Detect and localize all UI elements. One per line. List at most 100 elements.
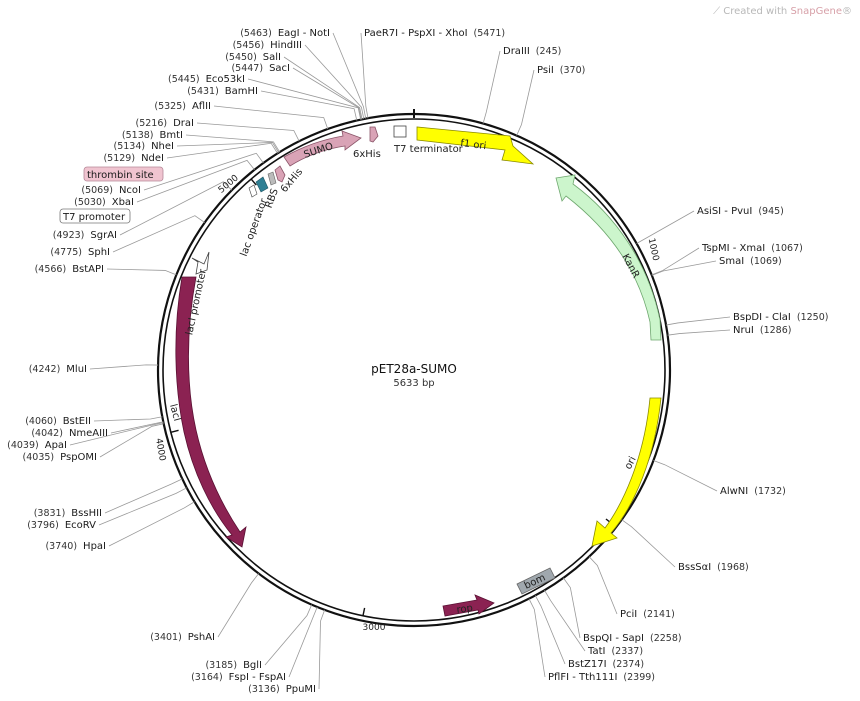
restriction-site[interactable]: AsiSI - PvuI (945) <box>697 206 784 217</box>
boxed-thrombin-site[interactable]: thrombin site <box>83 166 164 182</box>
restriction-site[interactable]: SacI(5447) <box>231 63 290 74</box>
feature-lac-operator[interactable] <box>255 176 269 193</box>
site-name: NcoI <box>119 185 141 196</box>
site-name: BspDI - ClaI <box>733 312 791 323</box>
backbone <box>156 109 672 628</box>
site-name: SalI <box>263 52 281 63</box>
site-position: (1069) <box>750 256 782 267</box>
site-name: MluI <box>66 364 87 375</box>
restriction-site[interactable]: NheI(5134) <box>113 141 174 152</box>
restriction-site[interactable]: EagI - NotI(5463) <box>240 28 330 39</box>
site-leader-line <box>112 215 205 253</box>
restriction-site[interactable]: SalI(5450) <box>225 52 281 63</box>
site-leader-line <box>264 604 313 666</box>
t7-promoter-label: T7 promoter <box>62 212 126 223</box>
restriction-site[interactable]: XbaI(5030) <box>74 197 134 208</box>
restriction-site[interactable]: HpaI(3740) <box>45 541 106 552</box>
restriction-site[interactable]: NmeAIII(4042) <box>31 428 108 439</box>
feature-t7-terminator[interactable] <box>393 125 407 138</box>
feature-rop[interactable] <box>442 594 495 617</box>
restriction-site[interactable]: BspQI - SapI(2258) <box>583 633 682 644</box>
restriction-site[interactable]: BssSαI(1968) <box>678 562 749 573</box>
restriction-site[interactable]: AlwNI(1732) <box>720 486 786 497</box>
restriction-site[interactable]: HindIII(5456) <box>233 40 302 51</box>
site-position: (2141) <box>643 609 675 620</box>
label-t7-terminator: T7 terminator <box>393 144 464 155</box>
restriction-site[interactable]: BstEII(4060) <box>25 416 91 427</box>
tick-mark <box>362 607 366 616</box>
restriction-site[interactable]: FspI - FspAI(3164) <box>191 672 286 683</box>
restriction-site[interactable]: BstZ17I(2374) <box>568 659 644 670</box>
restriction-site[interactable]: BamHI(5431) <box>187 86 258 97</box>
restriction-site-labels: PaeR7I - PspXI - XhoI(5471) DraIII(245) Ps… <box>7 28 828 695</box>
restriction-site[interactable]: ApaI(4039) <box>7 440 67 451</box>
feature-bom[interactable] <box>516 567 556 595</box>
feature-f1-ori[interactable] <box>416 126 535 165</box>
feature-sumo[interactable] <box>283 130 362 167</box>
restriction-site[interactable]: MluI(4242) <box>29 364 87 375</box>
restriction-site[interactable]: DraIII(245) <box>503 46 561 57</box>
site-name: BssHII <box>71 508 102 519</box>
site-name: SgrAI <box>90 230 117 241</box>
restriction-site[interactable]: PshAI(3401) <box>150 632 215 643</box>
site-name: AlwNI <box>720 486 748 497</box>
site-leader-line <box>106 268 177 276</box>
restriction-site[interactable]: DraI(5216) <box>136 118 194 129</box>
restriction-site[interactable]: TatI(2337) <box>587 646 643 657</box>
site-position: (4566) <box>35 264 67 275</box>
site-name: EcoRV <box>65 520 96 531</box>
tick-label: 3000 <box>363 623 386 633</box>
restriction-site[interactable]: SmaI(1069) <box>719 256 782 267</box>
restriction-site[interactable]: NcoI(5069) <box>81 185 141 196</box>
site-name: AsiSI - PvuI <box>697 206 752 217</box>
feature-kanr[interactable] <box>555 174 662 341</box>
feature-ori[interactable] <box>591 397 662 547</box>
restriction-site[interactable]: EcoRV(3796) <box>27 520 96 531</box>
feature-laci-promoter[interactable] <box>191 251 210 275</box>
site-position: (5129) <box>103 153 135 164</box>
site-name: NmeAIII <box>69 428 108 439</box>
restriction-site[interactable]: BssHII(3831) <box>34 508 102 519</box>
site-leader-line <box>104 478 183 514</box>
feature-6xhis-a[interactable] <box>369 126 379 143</box>
restriction-site[interactable]: PciI(2141) <box>620 609 675 620</box>
restriction-site[interactable]: PflFI - Tth111I(2399) <box>548 672 655 683</box>
site-leader-line <box>288 606 318 678</box>
site-leader-line <box>217 573 259 638</box>
restriction-site[interactable]: PspOMI(4035) <box>23 452 97 463</box>
restriction-site[interactable]: AflII(5325) <box>154 101 211 112</box>
restriction-site[interactable]: BglI(3185) <box>205 660 262 671</box>
site-leader-line <box>651 260 717 276</box>
site-position: (245) <box>536 46 562 57</box>
restriction-site[interactable]: PpuMI(3136) <box>248 684 316 695</box>
restriction-site[interactable]: PaeR7I - PspXI - XhoI(5471) <box>364 28 505 39</box>
restriction-site[interactable]: BstAPI(4566) <box>35 264 104 275</box>
restriction-site[interactable]: SphI(4775) <box>50 247 110 258</box>
restriction-site[interactable]: NruI(1286) <box>733 325 791 336</box>
site-position: (945) <box>758 206 784 217</box>
restriction-site[interactable]: Eco53kI(5445) <box>168 74 245 85</box>
site-position: (5463) <box>240 28 272 39</box>
restriction-site[interactable]: NdeI(5129) <box>103 153 164 164</box>
site-position: (5431) <box>187 86 219 97</box>
feature-6xhis-b[interactable] <box>274 165 286 183</box>
feature-rbs[interactable] <box>267 171 277 186</box>
thrombin-site-label: thrombin site <box>87 170 154 181</box>
site-position: (5447) <box>231 63 263 74</box>
restriction-site[interactable]: PsiI(370) <box>537 65 585 76</box>
restriction-site[interactable]: BspDI - ClaI(1250) <box>733 312 828 323</box>
boxed-t7-promoter[interactable]: T7 promoter <box>59 208 131 224</box>
label-laci: lacI <box>167 403 182 423</box>
site-name: PsiI <box>537 65 554 76</box>
feature-t7-promoter-mark[interactable] <box>248 184 258 198</box>
site-position: (5325) <box>154 101 186 112</box>
site-name: BspQI - SapI <box>583 633 644 644</box>
feature-laci[interactable] <box>175 276 247 548</box>
restriction-site[interactable]: SgrAI (4923) <box>53 230 117 241</box>
backbone-inner <box>162 118 666 622</box>
site-name: HpaI <box>83 541 106 552</box>
restriction-site[interactable]: TspMI - XmaI(1067) <box>701 243 803 254</box>
site-position: (4923) <box>53 230 85 241</box>
restriction-site[interactable]: BmtI(5138) <box>122 130 183 141</box>
site-position: (5216) <box>136 118 168 129</box>
